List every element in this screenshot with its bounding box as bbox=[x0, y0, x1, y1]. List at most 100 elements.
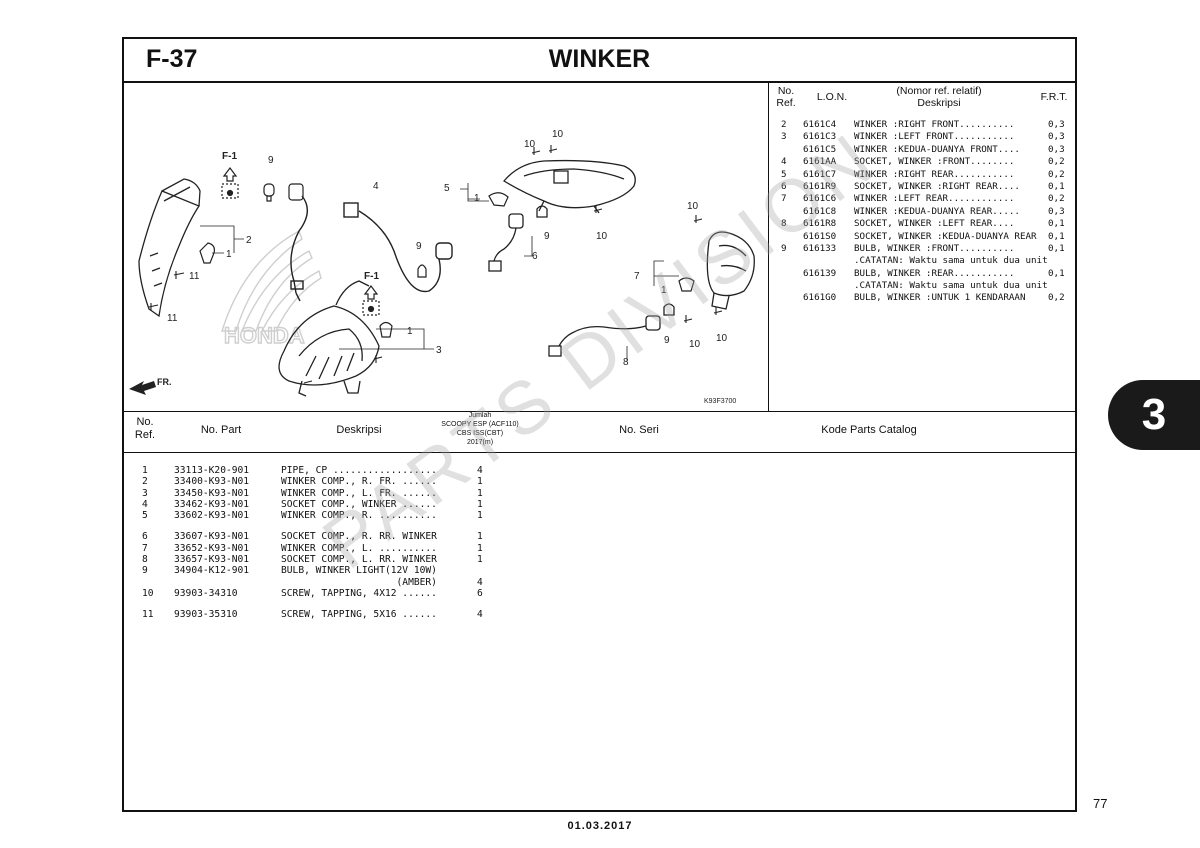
parts-header-desc: Deskripsi bbox=[336, 424, 382, 436]
lon-cell-frt: 0,3 bbox=[1048, 205, 1065, 217]
front-left-winker-part bbox=[138, 178, 201, 318]
parts-cell-desc: SOCKET COMP., WINKER ...... bbox=[281, 498, 437, 510]
parts-cell-part: 93903-34310 bbox=[174, 587, 238, 599]
lon-cell-desc: BULB, WINKER :REAR........... bbox=[854, 267, 1015, 279]
callout-numbers: 9 2 1 11 11 4 9 1 3 11 11 10 10 5 1 9 10… bbox=[167, 129, 728, 368]
section-code: F-37 bbox=[146, 45, 198, 73]
parts-cell-ref: 9 bbox=[142, 565, 148, 577]
lon-cell-frt: 0,1 bbox=[1048, 267, 1065, 279]
lon-cell-frt: 0,2 bbox=[1048, 193, 1065, 205]
lon-cell-desc: SOCKET, WINKER :FRONT........ bbox=[854, 156, 1015, 168]
callout-3: 3 bbox=[436, 345, 442, 356]
parts-cell-ref: 10 bbox=[142, 587, 154, 599]
lon-cell-desc: BULB, WINKER :FRONT.......... bbox=[854, 242, 1015, 254]
parts-cell-desc: BULB, WINKER LIGHT(12V 10W) bbox=[281, 565, 437, 577]
lon-cell-desc: SOCKET, WINKER :KEDUA-DUANYA REAR bbox=[854, 230, 1037, 242]
parts-row: 10 93903-34310 SCREW, TAPPING, 4X12 ......… bbox=[124, 588, 484, 599]
callout-9b: 9 bbox=[416, 241, 422, 252]
callout-9d: 9 bbox=[664, 335, 670, 346]
front-right-winker-part bbox=[278, 280, 380, 397]
lon-cell-desc: WINKER :LEFT REAR............ bbox=[854, 193, 1015, 205]
parts-cell-part: 33400-K93-N01 bbox=[174, 476, 250, 488]
lon-cell-desc: SOCKET, WINKER :LEFT REAR.... bbox=[854, 218, 1015, 230]
lon-cell-frt: 0,1 bbox=[1048, 180, 1065, 192]
parts-cell-desc: SCREW, TAPPING, 4X12 ...... bbox=[281, 587, 437, 599]
pipe-part-1b bbox=[379, 321, 393, 338]
honda-wing-watermark: HONDA bbox=[221, 229, 322, 349]
lon-cell-lon: 6161C4 bbox=[803, 119, 837, 130]
parts-cell-qty: 1 bbox=[477, 542, 483, 554]
exploded-diagram: HONDA F-1 F-1 bbox=[124, 81, 769, 411]
lon-cell-ref: 3 bbox=[781, 131, 787, 143]
parts-cell-qty: 1 bbox=[477, 531, 483, 543]
parts-table-header: No. Ref. No. Part Deskripsi Jumlah SCOOP… bbox=[124, 411, 1075, 453]
title-bar: F-37 WINKER bbox=[124, 39, 1075, 83]
pipe-part-1c bbox=[488, 192, 509, 207]
lon-cell-desc: SOCKET, WINKER :RIGHT REAR.... bbox=[854, 180, 1020, 192]
lon-cell-frt: 0,1 bbox=[1048, 242, 1065, 254]
lon-cell-lon: 6161C3 bbox=[803, 131, 837, 143]
front-direction-arrow: FR. bbox=[129, 377, 172, 395]
callout-10e: 10 bbox=[716, 333, 728, 344]
parts-cell-qty: 1 bbox=[477, 487, 483, 499]
lon-cell-lon: 616133 bbox=[803, 242, 837, 254]
parts-header-part: No. Part bbox=[200, 424, 242, 436]
parts-cell-qty: 1 bbox=[477, 498, 483, 510]
callout-1c: 1 bbox=[474, 193, 480, 204]
lon-cell-lon: 6161C5 bbox=[803, 143, 837, 155]
lon-cell-lon: 6161C7 bbox=[803, 168, 837, 180]
callout-10c: 10 bbox=[596, 231, 608, 242]
front-arrow-label: FR. bbox=[157, 377, 172, 387]
parts-row: 5 33602-K93-N01 WINKER COMP., R. .........… bbox=[124, 510, 484, 521]
catalog-page-frame: F-37 WINKER HONDA F-1 bbox=[122, 37, 1077, 812]
lon-header-ref: No. Ref. bbox=[776, 85, 796, 109]
parts-cell-qty: 6 bbox=[477, 587, 483, 599]
bulb-part-9a bbox=[417, 264, 427, 278]
lon-cell-desc: WINKER :LEFT FRONT........... bbox=[854, 131, 1015, 143]
callout-1: 1 bbox=[226, 249, 232, 260]
parts-header-kode: Kode Parts Catalog bbox=[821, 424, 917, 436]
ref-f1-label-a: F-1 bbox=[222, 151, 237, 162]
lon-cell-frt: 0,2 bbox=[1048, 292, 1065, 304]
section-tab: 3 bbox=[1108, 380, 1200, 450]
lon-header-lon: L.O.N. bbox=[816, 91, 848, 103]
callout-6: 6 bbox=[532, 251, 538, 262]
lon-cell-lon: 6161R8 bbox=[803, 218, 837, 230]
parts-cell-part: 33602-K93-N01 bbox=[174, 510, 250, 522]
parts-cell-ref: 6 bbox=[142, 531, 148, 543]
callout-10f: 10 bbox=[689, 339, 701, 350]
pipe-part-1a bbox=[199, 242, 215, 264]
group-spacer bbox=[124, 599, 484, 609]
parts-cell-qty: 4 bbox=[477, 465, 483, 476]
lon-cell-lon: 6161G0 bbox=[803, 292, 837, 304]
parts-cell-desc: SCREW, TAPPING, 5X16 ...... bbox=[281, 609, 437, 621]
parts-cell-desc: WINKER COMP., R. .......... bbox=[281, 510, 437, 522]
parts-cell-ref: 8 bbox=[142, 554, 148, 566]
parts-cell-desc: SOCKET COMP., L. RR. WINKER bbox=[281, 554, 437, 566]
callout-10d: 10 bbox=[687, 201, 699, 212]
lon-cell-frt: 0,3 bbox=[1048, 119, 1065, 130]
parts-cell-desc: WINKER COMP., L. FR. ...... bbox=[281, 487, 437, 499]
parts-cell-ref: 5 bbox=[142, 510, 148, 522]
parts-header-seri: No. Seri bbox=[619, 424, 659, 436]
lon-cell-desc: WINKER :RIGHT REAR........... bbox=[854, 168, 1015, 180]
pipe-part-1d bbox=[678, 277, 695, 292]
parts-cell-ref: 4 bbox=[142, 498, 148, 510]
callout-4: 4 bbox=[373, 181, 379, 192]
lon-cell-ref: 5 bbox=[781, 168, 787, 180]
callout-11: 11 bbox=[189, 271, 200, 282]
callout-7: 7 bbox=[634, 271, 640, 282]
